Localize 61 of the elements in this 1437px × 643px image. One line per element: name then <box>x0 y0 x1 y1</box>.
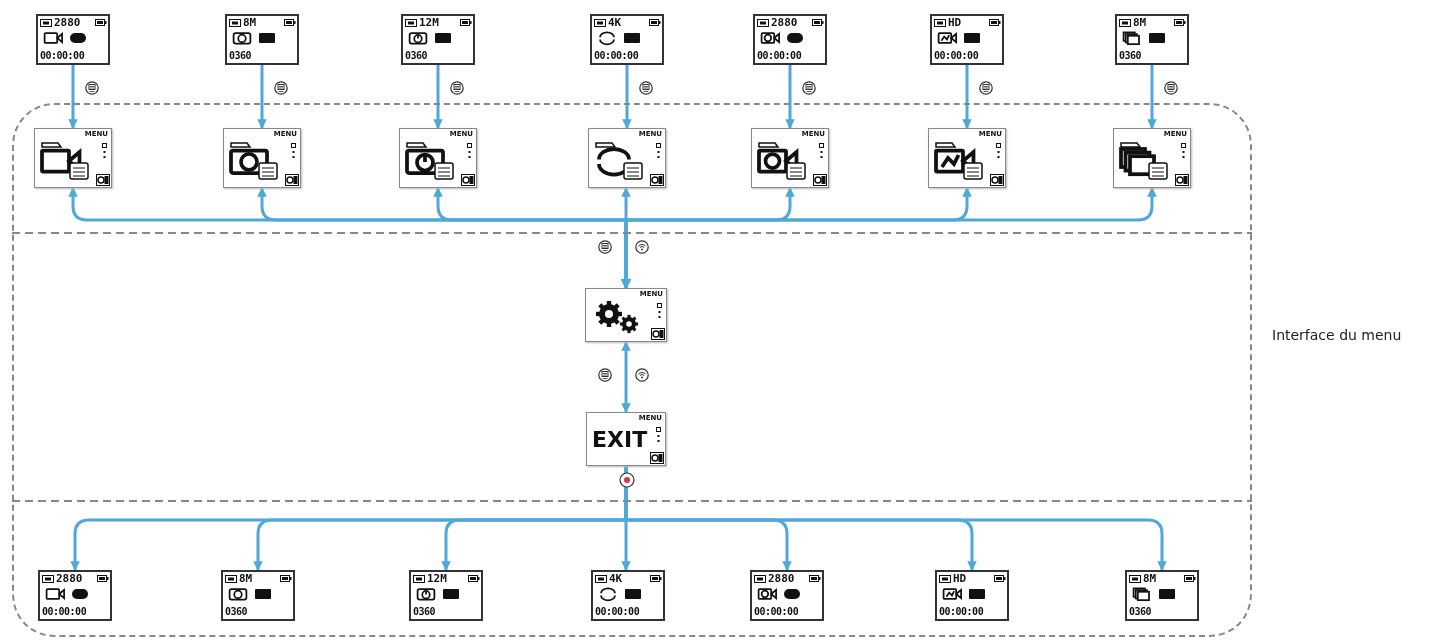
arrow <box>785 65 795 129</box>
camera-screen <box>221 570 295 621</box>
arrow <box>962 65 972 129</box>
exit-text: EXIT <box>592 427 648 453</box>
camera-screen <box>590 14 664 65</box>
resolution-text: 8M <box>239 572 253 585</box>
camera-screen <box>753 14 827 65</box>
counter-text: 0360 <box>225 606 248 618</box>
menu-screen <box>928 128 1006 188</box>
menu-screen <box>223 128 301 188</box>
resolution-text: 12M <box>427 572 447 585</box>
camera-screen <box>1125 570 1199 621</box>
camera-screen <box>930 14 1004 65</box>
exit-screen <box>586 412 666 466</box>
resolution-text: 8M <box>1133 16 1147 29</box>
resolution-text: 4K <box>609 572 623 585</box>
arrow <box>257 65 267 129</box>
counter-text: 00:00:00 <box>42 606 87 618</box>
resolution-text: 2880 <box>56 572 83 585</box>
camera-screen <box>1115 14 1189 65</box>
camera-screen <box>401 14 475 65</box>
camera-screen <box>38 570 112 621</box>
counter-text: 00:00:00 <box>939 606 984 618</box>
counter-text: 00:00:00 <box>934 50 979 62</box>
counter-text: 0360 <box>1129 606 1152 618</box>
settings-screen <box>585 288 667 342</box>
menu-screen <box>399 128 477 188</box>
counter-text: 0360 <box>1119 50 1142 62</box>
camera-screen <box>409 570 483 621</box>
arrow <box>433 65 443 129</box>
counter-text: 00:00:00 <box>594 50 639 62</box>
arrow <box>1147 65 1157 129</box>
resolution-text: HD <box>953 572 967 585</box>
camera-screen <box>750 570 824 621</box>
counter-text: 00:00:00 <box>757 50 802 62</box>
resolution-text: 2880 <box>768 572 795 585</box>
camera-screen <box>591 570 665 621</box>
menu-screen <box>1113 128 1191 188</box>
camera-screen <box>935 570 1009 621</box>
arrow <box>621 341 631 413</box>
resolution-text: HD <box>948 16 962 29</box>
counter-text: 00:00:00 <box>754 606 799 618</box>
resolution-text: 4K <box>608 16 622 29</box>
counter-text: 0360 <box>405 50 428 62</box>
counter-text: 0360 <box>229 50 252 62</box>
resolution-text: 12M <box>419 16 439 29</box>
resolution-text: 8M <box>243 16 257 29</box>
arrow <box>68 65 78 129</box>
camera-screen <box>36 14 110 65</box>
arrow <box>622 65 632 129</box>
menu-screen <box>588 128 666 188</box>
counter-text: 00:00:00 <box>595 606 640 618</box>
resolution-text: 2880 <box>771 16 798 29</box>
counter-text: 00:00:00 <box>40 50 85 62</box>
counter-text: 0360 <box>413 606 436 618</box>
resolution-text: 2880 <box>54 16 81 29</box>
resolution-text: 8M <box>1143 572 1157 585</box>
camera-screen <box>225 14 299 65</box>
frame-label: Interface du menu <box>1272 327 1402 343</box>
menu-screen <box>751 128 829 188</box>
menu-screen <box>34 128 112 188</box>
